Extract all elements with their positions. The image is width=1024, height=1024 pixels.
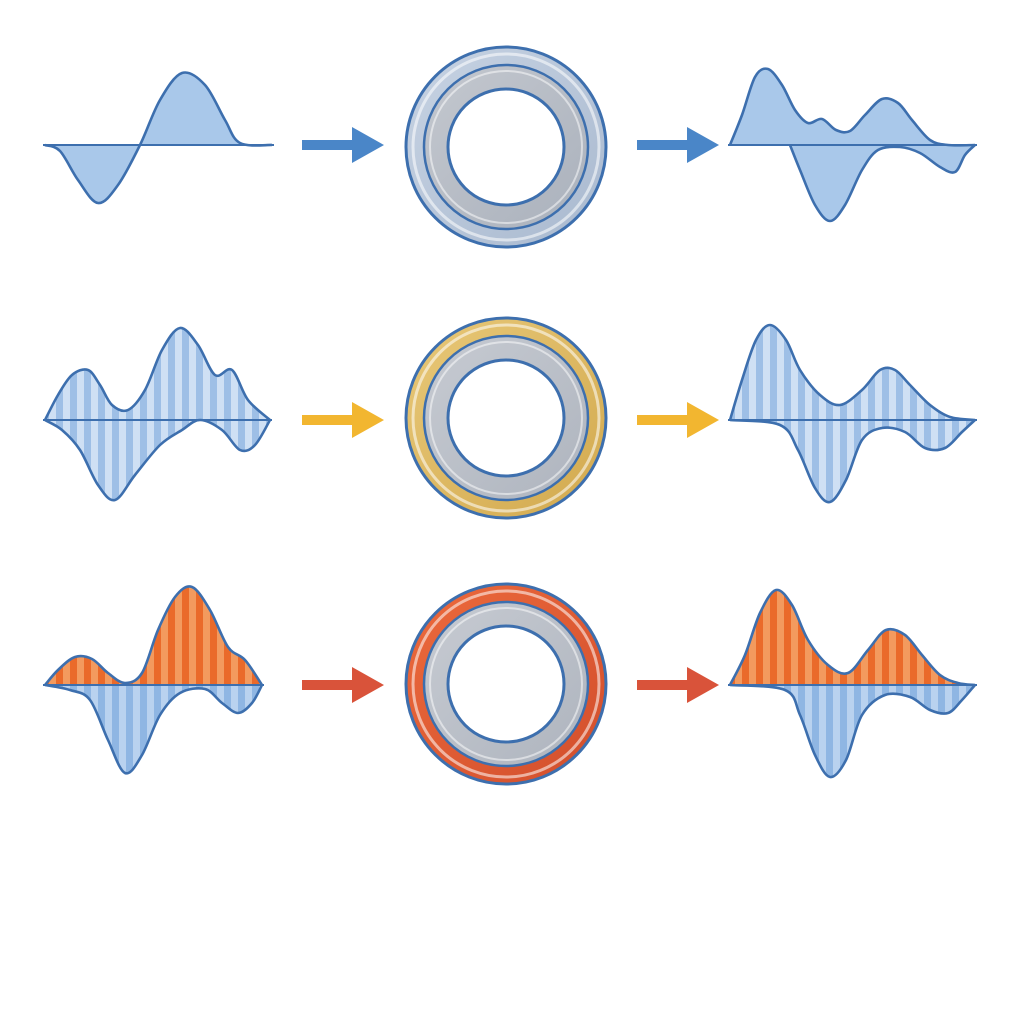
arrow-shaft xyxy=(637,680,689,690)
arrow-head xyxy=(352,402,384,438)
ring-highlight xyxy=(411,589,601,779)
filter-ring xyxy=(404,45,608,249)
waveform-negative-outline xyxy=(788,144,976,223)
arrow-head xyxy=(687,402,719,438)
arrow-shaft xyxy=(637,140,689,150)
input-waveform xyxy=(43,71,274,205)
ring-inner-highlight xyxy=(429,607,583,761)
arrow-shaft xyxy=(302,415,354,425)
waveform-negative-area xyxy=(45,420,270,501)
arrow-head xyxy=(352,127,384,163)
waveform-negative-outline xyxy=(729,683,976,779)
arrow-shaft xyxy=(637,415,689,425)
arrow-right-icon xyxy=(302,667,384,703)
arrow-head xyxy=(687,667,719,703)
row-1 xyxy=(43,45,977,249)
ring-hole xyxy=(446,358,566,478)
arrow-shaft xyxy=(302,140,354,150)
row-3 xyxy=(43,582,977,786)
arrow-right-icon xyxy=(302,127,384,163)
waveform-positive-area xyxy=(730,589,975,685)
arrow-right-icon xyxy=(637,127,719,163)
arrow-right-icon xyxy=(637,667,719,703)
waveform-positive-area xyxy=(730,68,975,146)
arrow-shaft xyxy=(302,680,354,690)
waveform-positive-area xyxy=(45,327,270,420)
row-2 xyxy=(43,316,977,520)
waveform-negative-outline xyxy=(729,418,976,504)
ring-highlight xyxy=(411,52,601,242)
filter-ring xyxy=(404,582,608,786)
ring-inner-highlight xyxy=(429,341,583,495)
waveform-positive-area xyxy=(730,325,975,420)
waveform-negative-area xyxy=(730,685,975,778)
ring-hole xyxy=(446,87,566,207)
waveform-negative-area xyxy=(45,685,262,774)
waveform-positive-outline xyxy=(43,326,271,421)
ring-highlight xyxy=(411,323,601,513)
ring-inner-highlight xyxy=(429,70,583,224)
arrow-head xyxy=(352,667,384,703)
waveform-positive-outline xyxy=(728,588,976,687)
waveform-negative-outline xyxy=(44,418,272,502)
waveform-positive-area xyxy=(45,586,262,685)
arrow-right-icon xyxy=(302,402,384,438)
input-waveform xyxy=(43,326,272,502)
waveform-positive-outline xyxy=(728,323,976,422)
arrow-right-icon xyxy=(637,402,719,438)
output-waveform xyxy=(728,588,977,779)
waveform-negative-outline xyxy=(44,683,264,775)
ring-hole xyxy=(446,624,566,744)
output-waveform xyxy=(728,323,977,504)
waveform-positive-outline xyxy=(728,67,976,147)
output-waveform xyxy=(728,67,977,223)
arrow-head xyxy=(687,127,719,163)
waveform-area xyxy=(45,72,272,204)
waveform-outline xyxy=(44,71,273,205)
input-waveform xyxy=(43,585,264,775)
filter-ring xyxy=(404,316,608,520)
waveform-negative-area xyxy=(790,145,975,221)
waveform-positive-outline xyxy=(44,585,264,686)
